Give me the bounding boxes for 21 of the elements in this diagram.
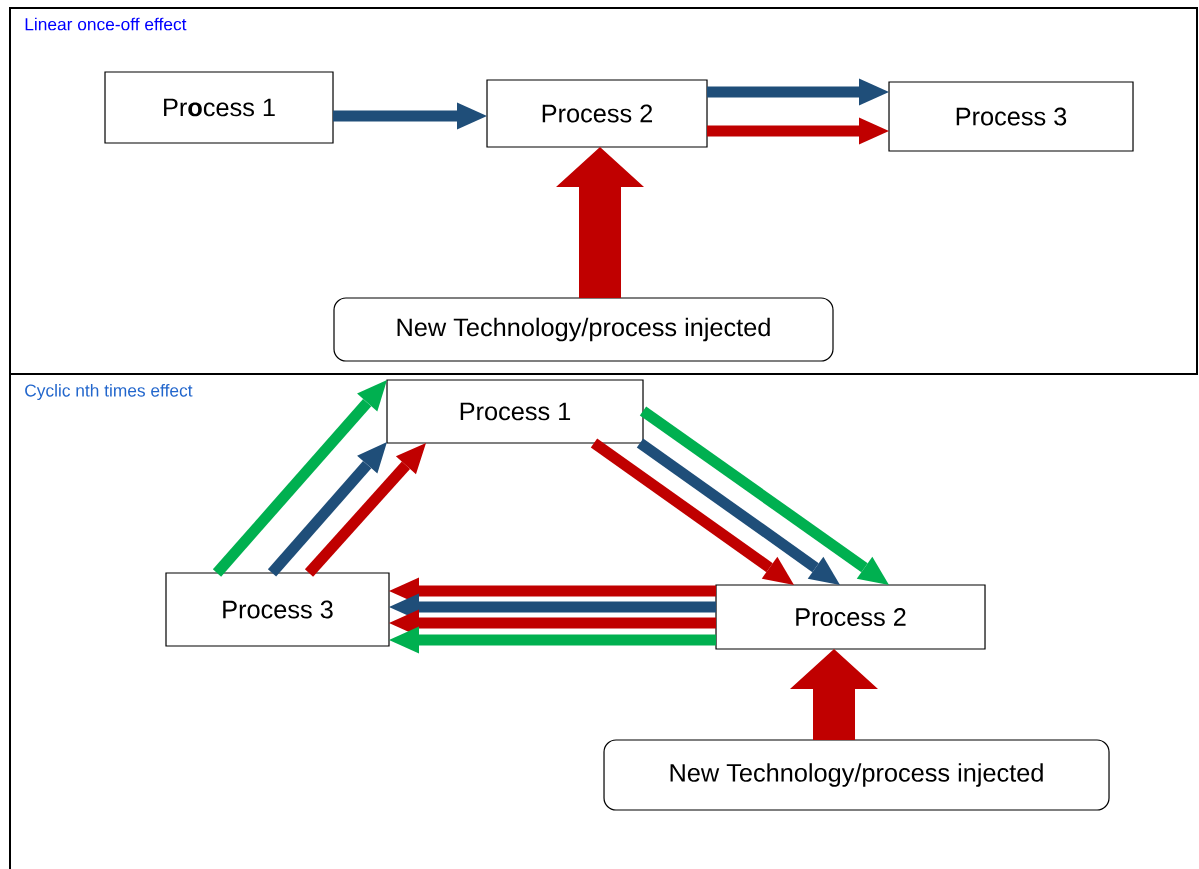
block-arrow — [707, 117, 889, 145]
process-box: Process 2 — [486, 79, 708, 148]
block-arrow — [556, 147, 644, 298]
section-title: Cyclic nth times effect — [25, 383, 193, 401]
block-arrow — [389, 626, 716, 654]
block-arrow — [707, 78, 889, 106]
process-box: Process 1 — [386, 379, 644, 444]
process-box: Process 2 — [715, 584, 986, 650]
block-arrow — [590, 438, 794, 585]
process-box: Process 3 — [165, 572, 390, 647]
section-title: Linear once-off effect — [25, 17, 187, 31]
process-box: Process 3 — [888, 81, 1134, 152]
technology-box: New Technology/process injected — [603, 739, 1110, 811]
block-arrow — [636, 438, 840, 585]
technology-box: New Technology/process injected — [333, 297, 834, 362]
block-arrow — [267, 442, 387, 577]
block-arrow — [212, 380, 387, 577]
block-arrow — [790, 649, 878, 740]
process-box: Process 1 — [104, 71, 334, 144]
block-arrow — [333, 102, 487, 130]
block-arrow — [639, 406, 889, 585]
